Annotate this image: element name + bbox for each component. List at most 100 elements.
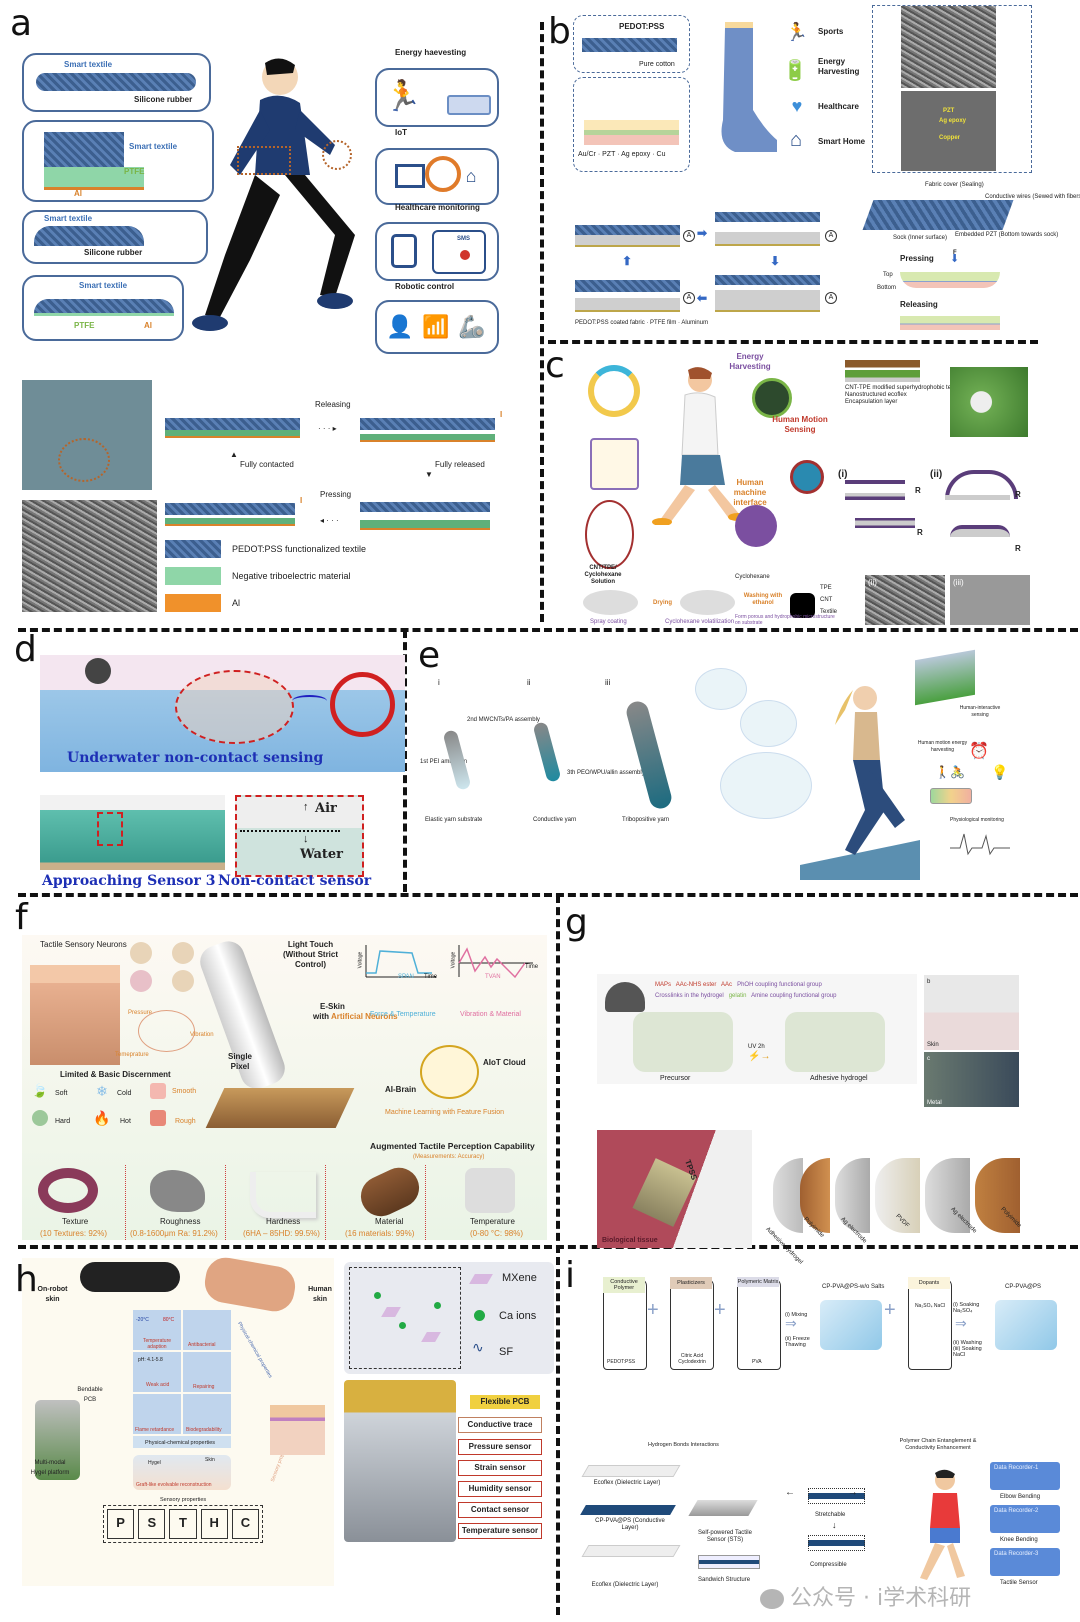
layer-ag-1 (835, 1158, 870, 1233)
ammeter-icon-4: A (825, 292, 837, 304)
panel-label-i: i (565, 1255, 576, 1296)
comp-title-2: Plasticizers (670, 1277, 712, 1289)
layer-cp-pva: CP-PVA@PS (Conductive Layer) (595, 1518, 665, 1531)
watermark-text: 公众号 · i学术科研 (790, 1586, 972, 1611)
label-entanglement: Polymer Chain Entanglement & Conductivit… (899, 1438, 977, 1451)
label-metal: Metal (927, 1100, 942, 1106)
ammeter-icon-2: A (825, 230, 837, 242)
d-caption-approaching: Approaching Sensor 3 (42, 873, 216, 889)
step-form: Form porous and hydrophobic microstructu… (735, 614, 835, 626)
prop-hardness-value: (6HA – 85HD: 99.5%) (243, 1229, 320, 1238)
running-person-icon: 🏃 (384, 79, 422, 113)
divider-f-g (556, 895, 560, 1615)
divider-row2-row3 (18, 893, 1078, 897)
b-state-3-base (575, 298, 680, 312)
metal-photo (924, 1052, 1019, 1107)
structure-box-3: Smart textile Silicone rubber (22, 210, 208, 264)
label-cyclohexane: Cyclohexane (735, 574, 770, 580)
hmi-icon (735, 505, 777, 547)
divider-a-b (540, 22, 544, 622)
arrow-up-air: ↑ (303, 801, 309, 813)
b-state-1-base (575, 235, 680, 247)
hard-icon (32, 1110, 48, 1126)
state-pressed (360, 502, 490, 512)
sub-label-b: b (927, 979, 931, 985)
step-text-3: 3th PEO/WPU/allin assembly (567, 770, 645, 776)
physchem-bar (133, 1436, 231, 1448)
label-pure-cotton: Pure cotton (639, 61, 675, 68)
current-label-2: I (300, 496, 303, 505)
sock-fabric (862, 200, 1014, 230)
state-ii-bent (950, 525, 1010, 537)
leaf-icon: 🍃 (31, 1083, 49, 1098)
legend-mxene: MXene (502, 1272, 537, 1284)
panel-label-d: d (14, 629, 37, 670)
recorder-3-title: Data Recorder-3 (994, 1551, 1039, 1557)
plus-2: + (714, 1299, 726, 1321)
stimulus-vibration: Vibration (190, 1032, 214, 1038)
label-bendable: Bendable PCB (77, 1387, 103, 1403)
label-human-motion: Human Motion Sensing (772, 415, 828, 434)
structure-box-2: Smart textile PTFE Al (22, 120, 214, 202)
recorder-2-caption: Knee Bending (1000, 1537, 1038, 1543)
prop-hardness-name: Hardness (266, 1217, 301, 1226)
label-pressure-sensor: Pressure sensor (458, 1439, 542, 1455)
b-state-2-base (715, 232, 820, 246)
comp-name-4: Na₂SO₄ NaCl (914, 1303, 946, 1309)
label-pedot: PEDOT:PSS (619, 22, 665, 31)
battery-gradient-icon (930, 788, 972, 804)
b-arrow-down: ⬇ (770, 254, 781, 268)
app-label-robotic: Robotic control (395, 282, 455, 291)
swimmer-head (85, 658, 111, 684)
label-sandwich: Sandwich Structure (698, 1577, 751, 1583)
legend-gelatin: gelatin (728, 993, 747, 999)
step1-mixing: (i) Mixing (785, 1312, 808, 1318)
prop-flame: Flame retardance (135, 1427, 175, 1433)
product2-label: CP-PVA@PS (1005, 1284, 1041, 1290)
arrow-up: ▲ (230, 450, 238, 459)
network-bubble-3 (720, 752, 812, 819)
state-i: (i) (838, 469, 848, 480)
ecoflex-bottom (581, 1545, 681, 1557)
prop-antibacterial: Antibacterial (188, 1342, 216, 1348)
c-layers-legend: CNT-TPE modified superhydrophobic textil… (845, 385, 962, 406)
stretch-icon (808, 1488, 865, 1504)
prop-divider-1 (125, 1165, 126, 1240)
label-ptfe: PTFE (124, 167, 145, 176)
sub-label-c: c (927, 1056, 930, 1062)
label-tactile-neurons: Tactile Sensory Neurons (40, 940, 127, 949)
glove-photo (344, 1380, 456, 1542)
discern-hard: Hard (55, 1118, 71, 1125)
tvan-label: TVAN (485, 974, 501, 980)
arrow-down: ▼ (425, 470, 433, 479)
pzt-inset: Au/Cr · PZT · Ag epoxy · Cu (573, 77, 690, 172)
prop-weak-acid-cell (133, 1352, 181, 1392)
recorder-1-title: Data Recorder-1 (994, 1465, 1039, 1471)
label-limited: Limited & Basic Discernment (60, 1070, 171, 1079)
tribopositive-yarn (624, 699, 674, 811)
step-iii: iii (605, 678, 611, 687)
b-state-4-base (715, 290, 820, 312)
comp-name-2: Citric Acid Cyclodextrin (678, 1353, 706, 1365)
roughness-sample (150, 1170, 205, 1212)
rough-icon (150, 1110, 166, 1126)
phone-icon (432, 230, 486, 274)
b-legend: PEDOT:PSS coated fabric · PTFE film · Al… (575, 320, 709, 326)
legend-amine: Amine coupling functional group (751, 993, 837, 999)
recorder-3: Data Recorder-3 (990, 1548, 1060, 1576)
texture-sample (38, 1168, 98, 1213)
legend-pzt: PZT (602, 151, 616, 158)
layer-adhesive (773, 1158, 803, 1233)
spray-substrate (583, 590, 638, 615)
brain-outline (138, 1010, 195, 1052)
sem-image-fabric (22, 500, 157, 612)
prop-texture-value: (10 Textures: 92%) (40, 1229, 107, 1238)
flame-icon: 🔥 (93, 1109, 111, 1126)
label-water: Water (300, 847, 344, 862)
arrow-right: · · · ▸ (318, 424, 337, 433)
network-inset: MXene Ca ions ∿ SF (344, 1262, 554, 1374)
pedot-inset: PEDOT:PSS Pure cotton (573, 15, 690, 73)
state-pressing-base (165, 518, 295, 526)
label-al: Al (74, 189, 82, 198)
label-al: Al (144, 321, 152, 330)
